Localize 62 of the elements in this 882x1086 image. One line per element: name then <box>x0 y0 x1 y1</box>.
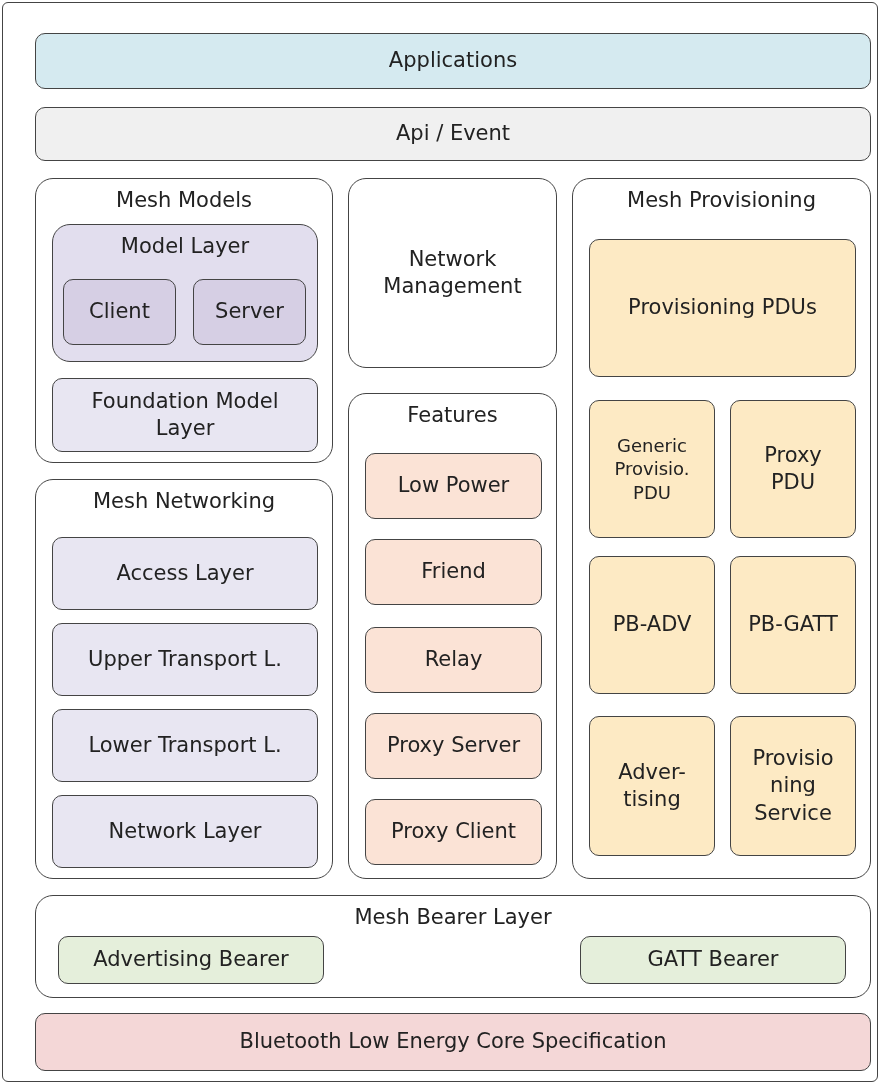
box-label: Provisioning PDUs <box>628 294 817 322</box>
box-label: Relay <box>424 646 483 674</box>
layer-box <box>589 716 715 856</box>
layer-box <box>348 178 557 368</box>
box-label: PB-ADV <box>612 611 692 639</box>
group-title: Mesh Models <box>115 187 253 214</box>
layer-box <box>365 713 542 779</box>
box-label: Generic Provisio. PDU <box>613 433 691 505</box>
box-label: Upper Transport L. <box>88 645 282 673</box>
group-title: Mesh Provisioning <box>626 187 817 214</box>
box-label: Low Power <box>397 472 510 500</box>
layer-box <box>365 799 542 865</box>
layer-box <box>365 453 542 519</box>
layer-box <box>63 279 176 345</box>
layer-box <box>35 1013 871 1071</box>
layer-box <box>52 537 318 610</box>
box-label: Provisio ning Service <box>751 745 835 827</box>
box-label: Network Layer <box>108 817 262 845</box>
layer-box <box>52 378 318 452</box>
layer-box <box>365 539 542 605</box>
layer-box <box>580 936 846 984</box>
box-label: Access Layer <box>116 559 254 587</box>
group-title: Mesh Bearer Layer <box>353 904 553 931</box>
layer-group <box>52 224 318 362</box>
box-label: PB-GATT <box>748 611 838 639</box>
layer-box <box>52 795 318 868</box>
group-title: Model Layer <box>119 233 251 260</box>
layer-box <box>35 33 871 89</box>
layer-box <box>589 239 856 377</box>
layer-box <box>193 279 306 345</box>
box-label: Client <box>89 298 150 326</box>
layer-box <box>589 400 715 538</box>
box-label: Bluetooth Low Energy Core Specification <box>239 1028 667 1056</box>
box-label: Proxy Server <box>386 732 521 760</box>
box-label: Server <box>215 298 284 326</box>
layer-box <box>730 400 856 538</box>
layer-box <box>52 709 318 782</box>
box-label: Foundation Model Layer <box>90 387 280 442</box>
box-label: Advertising Bearer <box>93 946 289 974</box>
box-label: Applications <box>388 47 518 75</box>
layer-box <box>58 936 324 984</box>
layer-group <box>35 178 333 463</box>
box-label: GATT Bearer <box>647 946 779 974</box>
layer-group <box>348 393 557 879</box>
box-label: Proxy PDU <box>763 441 823 496</box>
group-title: Features <box>406 402 499 429</box>
layer-box <box>365 627 542 693</box>
layer-group <box>35 479 333 879</box>
box-label: Network Management <box>382 245 523 300</box>
box-label: Lower Transport L. <box>88 731 282 759</box>
layer-group <box>35 895 871 998</box>
box-label: Adver- tising <box>617 758 687 813</box>
layer-box <box>730 556 856 694</box>
layer-box <box>52 623 318 696</box>
layer-box <box>35 107 871 161</box>
box-label: Api / Event <box>395 120 511 148</box>
layer-box <box>730 716 856 856</box>
box-label: Friend <box>421 558 486 586</box>
group-title: Mesh Networking <box>91 488 277 515</box>
layer-box <box>589 556 715 694</box>
box-label: Proxy Client <box>391 818 516 846</box>
layer-group <box>572 178 871 879</box>
